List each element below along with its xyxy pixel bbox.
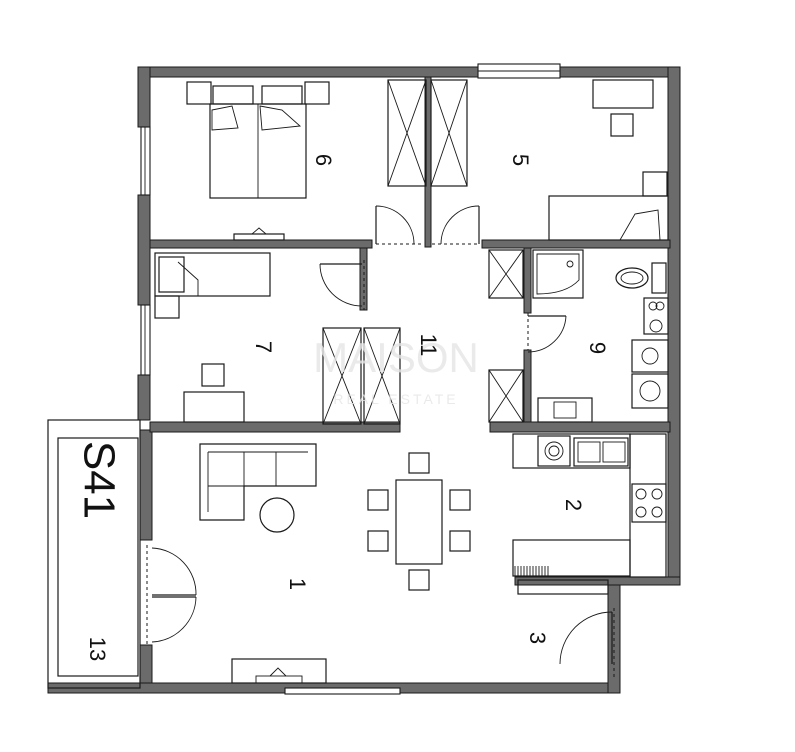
wall-hall-right-lower: [523, 349, 532, 431]
window-bottom: [284, 687, 401, 695]
room-label-11: 11: [416, 334, 441, 357]
sofa: [199, 443, 317, 521]
unit-label: S41: [74, 441, 123, 519]
bath-counter: [643, 297, 669, 335]
kitchen-sink: [573, 437, 629, 467]
room-label-2: 2: [561, 499, 586, 511]
wall-bedroom-5-bottom: [481, 239, 671, 249]
bath-boiler: [631, 339, 669, 373]
bathroom-9-fixtures: [532, 249, 669, 423]
pillow-right: [261, 85, 303, 105]
watermark: MAISON REAL ESTATE: [313, 334, 479, 407]
cooktop: [631, 483, 667, 523]
wall-outer-left-mid: [137, 194, 151, 306]
tv-unit: [231, 658, 327, 684]
kitchen-counter-top: [512, 433, 631, 469]
wall-outer-right: [667, 66, 681, 578]
wall-outer-top: [137, 66, 479, 78]
watermark-main: MAISON: [313, 334, 479, 381]
chair-7: [201, 363, 225, 387]
watermark-sub: REAL ESTATE: [333, 391, 458, 407]
single-bed-5: [548, 195, 669, 241]
chair-5: [610, 113, 634, 137]
windows: [140, 63, 561, 695]
wall-room-7-bottom: [149, 421, 401, 433]
balcony: [47, 419, 141, 689]
room-label-13: 13: [85, 637, 110, 661]
dining-chair-1: [408, 452, 430, 474]
room-label-1: 1: [285, 578, 310, 590]
dining-chair-4: [367, 530, 389, 552]
wall-step: [514, 576, 681, 586]
wardrobe-6: [387, 79, 427, 187]
radiator-6: [233, 233, 285, 241]
toilet-tank: [651, 262, 667, 294]
hall-cabinet-bottom: [488, 369, 524, 423]
wall-outer-left-low: [137, 374, 151, 421]
wall-hall-right: [523, 247, 532, 314]
coffee-table: [259, 497, 295, 533]
pillow-left: [212, 85, 254, 105]
room-label-7: 7: [251, 341, 276, 353]
room-labels: 6 5 7 11 9 2 1 3 13 S41: [74, 154, 610, 661]
kitchen-2-fixtures: [512, 433, 667, 595]
pillow-7: [158, 256, 185, 293]
room-label-3: 3: [525, 632, 550, 644]
nightstand-right: [304, 81, 330, 105]
wall-bath-bottom: [489, 421, 671, 433]
living-1-furniture: [199, 443, 471, 684]
window-left-2: [140, 304, 151, 376]
fridge-strip: [517, 579, 609, 595]
wardrobe-11: [363, 327, 401, 425]
kitchen-counter-right: [629, 433, 667, 578]
nightstand-7: [154, 295, 180, 319]
wardrobe-7: [322, 327, 362, 425]
wall-bedroom-6-bottom: [149, 239, 373, 249]
toilet: [615, 267, 649, 289]
bed-7: [154, 252, 271, 297]
wardrobe-5: [430, 79, 468, 187]
dining-chair-3: [367, 489, 389, 511]
room-label-6: 6: [311, 154, 336, 166]
dining-chair-2: [408, 569, 430, 591]
balcony-outline: [47, 419, 141, 689]
dining-chair-6: [449, 530, 471, 552]
wall-left-living-upper: [139, 429, 153, 541]
window-left-1: [140, 126, 151, 196]
desk-7: [183, 391, 245, 423]
dining-table: [395, 479, 443, 565]
bedroom-5-furniture: [430, 79, 669, 241]
doors: [146, 205, 615, 680]
wall-left-living-lower: [139, 644, 153, 686]
kitchen-counter-bottom: [512, 539, 631, 577]
room-7-furniture: [154, 252, 401, 425]
wall-outer-left-upper: [137, 66, 151, 128]
shower: [532, 249, 584, 299]
room-label-9: 9: [585, 342, 610, 354]
nightstand-left: [186, 81, 212, 105]
kitchen-hob-box: [537, 435, 571, 467]
washbasin: [537, 397, 593, 423]
bedroom-6-furniture: [186, 79, 427, 241]
hall-11-furniture: [488, 249, 524, 423]
hall-cabinet-top: [488, 249, 524, 299]
dining-chair-5: [449, 489, 471, 511]
nightstand-5: [642, 171, 668, 197]
room-label-5: 5: [508, 154, 533, 166]
desk-5: [592, 79, 654, 109]
balcony-inner: [57, 437, 139, 677]
washing-machine: [631, 373, 669, 409]
wall-outer-top-right: [559, 66, 681, 78]
